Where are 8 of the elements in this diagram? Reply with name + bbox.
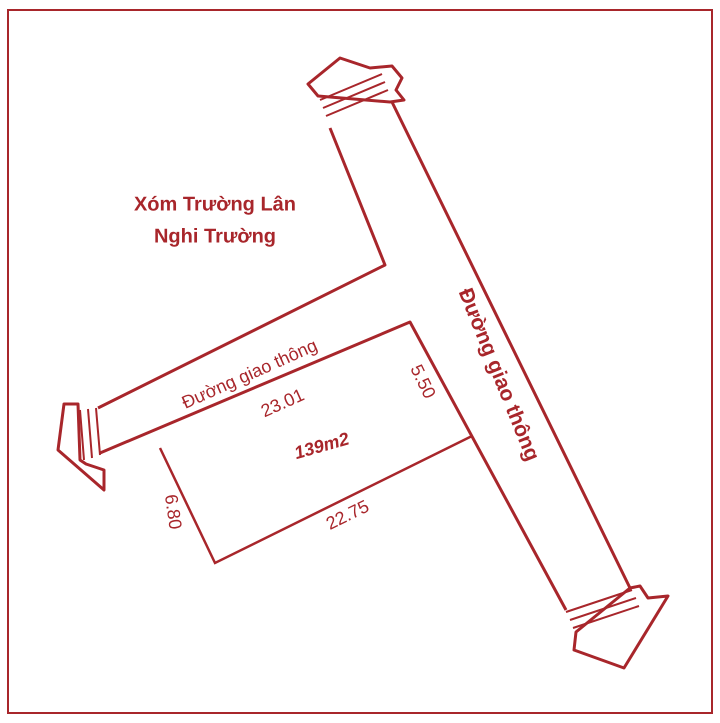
road-name: Đường giao thông <box>454 284 544 464</box>
place-name: Xóm Trường Lân <box>134 193 296 216</box>
area-label: 139m2 <box>292 428 352 464</box>
dimension-label: 22.75 <box>322 496 372 534</box>
dimension-label: 5.50 <box>406 361 440 402</box>
dimension-label: 6.80 <box>160 493 186 531</box>
dimension-label: 23.01 <box>258 384 308 422</box>
place-name: Nghi Trường <box>154 225 276 248</box>
